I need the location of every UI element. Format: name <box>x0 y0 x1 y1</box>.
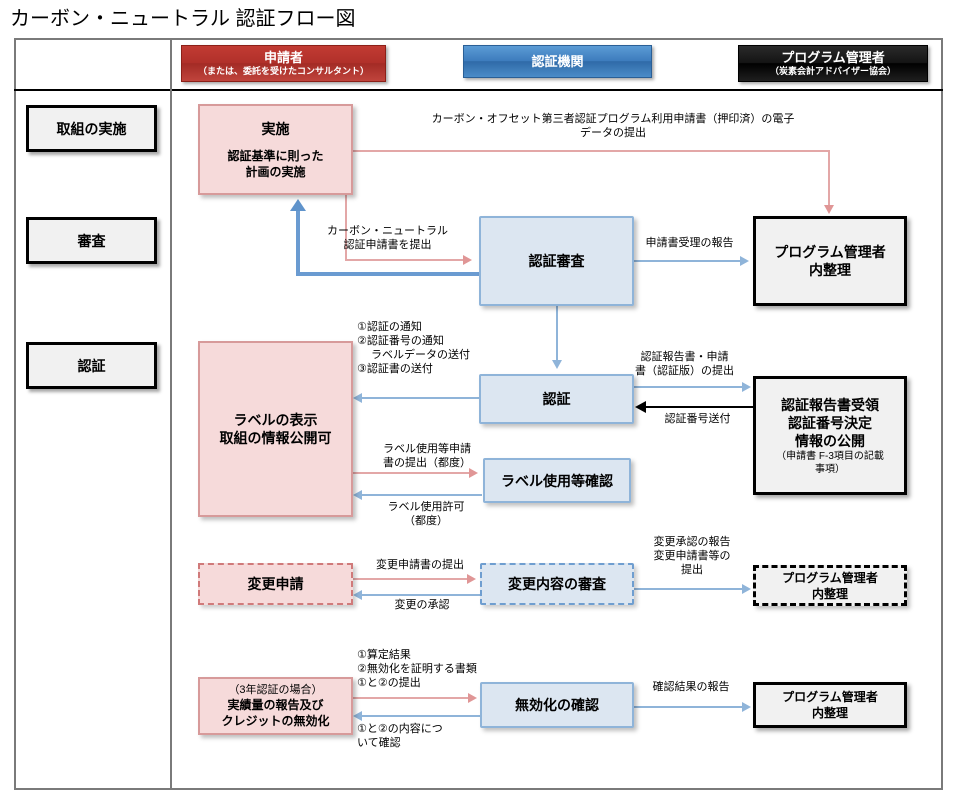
connector-change-submit-line <box>353 578 469 580</box>
connector-review-back-vertical <box>296 211 300 274</box>
connector-cert-notice-arrowhead <box>353 393 362 403</box>
page-title: カーボン・ニュートラル 認証フロー図 <box>10 8 356 30</box>
connector-change-submit-arrowhead <box>467 574 476 584</box>
box-admin-internal-3-title: プログラム管理者 内整理 <box>782 570 878 601</box>
connector-label-cert-report: 認証報告書・申請 書（認証版）の提出 <box>635 351 734 377</box>
box-label-use-confirm-title: ラベル使用等確認 <box>501 472 613 489</box>
connector-label-submit-eform: カーボン・オフセット第三者認証プログラム利用申請書（押印済）の電子 データの提出 <box>431 113 795 139</box>
connector-invalid-docs-line <box>353 697 470 699</box>
lane-header-admin: プログラム管理者 （炭素会計アドバイザー協会） <box>738 45 928 82</box>
stage-label-implementation: 取組の実施 <box>26 105 157 152</box>
connector-confirm-report-arrowhead <box>742 702 751 712</box>
lane-applicant-subtitle: （または、委託を受けたコンサルタント） <box>197 66 369 76</box>
box-invalidation-confirm-title: 無効化の確認 <box>515 697 599 713</box>
box-label-display[interactable]: ラベルの表示 取組の情報公開可 <box>198 341 353 517</box>
connector-label-change-submit: 変更申請書の提出 <box>376 559 464 571</box>
connector-invalid-docs-arrowhead <box>468 693 477 703</box>
connector-cert-notice-line <box>362 397 480 399</box>
lane-header-applicant: 申請者 （または、委託を受けたコンサルタント） <box>181 45 386 82</box>
box-performance-report-note: （3年認証の場合） <box>228 684 323 696</box>
connector-cn-form-arrowhead <box>463 255 472 265</box>
box-label-use-confirm[interactable]: ラベル使用等確認 <box>483 458 631 503</box>
lane-admin-subtitle: （炭素会計アドバイザー協会） <box>769 66 896 76</box>
box-invalidation-confirm[interactable]: 無効化の確認 <box>480 682 634 728</box>
connector-change-report-arrowhead <box>742 584 751 594</box>
connector-label-change-approve: 変更の承認 <box>394 599 450 611</box>
connector-invalid-confirm-line <box>362 715 482 717</box>
connector-review-to-cert-arrowhead <box>552 360 562 369</box>
box-implementation-title: 実施 <box>261 120 290 137</box>
connector-label-label-request: ラベル使用等申請 書の提出（都度） <box>383 443 471 469</box>
lane-certifier-title: 認証機関 <box>531 54 584 69</box>
box-admin-internal-4-title: プログラム管理者 内整理 <box>782 690 878 720</box>
box-certification[interactable]: 認証 <box>479 374 634 424</box>
box-certification-review-title: 認証審査 <box>528 253 585 269</box>
connector-review-to-cert-line <box>556 306 558 362</box>
header-divider <box>14 89 943 91</box>
box-admin-cert-report-note: （申請書 F-3項目の記載 事項） <box>776 450 884 475</box>
connector-label-confirm-report: 確認結果の報告 <box>652 681 730 693</box>
stage-label-certification: 認証 <box>26 342 157 389</box>
box-admin-internal-1[interactable]: プログラム管理者 内整理 <box>753 216 907 306</box>
box-admin-cert-report-title: 認証報告書受領 認証番号決定 情報の公開 <box>781 396 879 449</box>
connector-label-cert-number: 認証番号送付 <box>664 413 731 425</box>
connector-submit-eform-arrowhead <box>824 205 834 214</box>
box-change-request[interactable]: 変更申請 <box>198 563 353 605</box>
connector-label-invalid-docs: ①算定結果 ②無効化を証明する書類 ①と②の提出 <box>357 649 477 689</box>
box-admin-internal-4[interactable]: プログラム管理者 内整理 <box>753 682 907 728</box>
connector-change-approve-arrowhead <box>353 590 362 600</box>
stage-column-divider <box>170 38 172 790</box>
connector-label-label-permit: ラベル使用許可 （都度） <box>387 501 465 527</box>
connector-submit-eform-vertical <box>828 150 830 207</box>
box-admin-cert-report[interactable]: 認証報告書受領 認証番号決定 情報の公開 （申請書 F-3項目の記載 事項） <box>753 376 907 495</box>
lane-applicant-title: 申請者 <box>263 50 303 65</box>
connector-submit-eform-horizontal <box>353 150 830 152</box>
connector-label-invalid-confirm: ①と②の内容につ いて確認 <box>357 723 443 749</box>
connector-label-permit-line <box>362 494 482 496</box>
box-performance-report-title: 実績量の報告及び クレジットの無効化 <box>221 698 330 728</box>
connector-cert-report-line <box>634 386 744 388</box>
connector-cert-number-line <box>646 406 753 408</box>
box-admin-internal-1-title: プログラム管理者 内整理 <box>774 244 886 278</box>
connector-review-back-horizontal <box>296 272 481 276</box>
connector-label-request-line <box>353 472 471 474</box>
connector-label-change-report: 変更承認の報告 変更申請書等の 提出 <box>653 536 731 576</box>
connector-cert-report-arrowhead <box>742 382 751 392</box>
stage-label-review: 審査 <box>26 217 157 264</box>
connector-change-approve-line <box>362 594 482 596</box>
connector-review-back-arrowhead <box>290 199 306 211</box>
box-certification-title: 認証 <box>542 391 571 407</box>
box-implementation-body: 認証基準に則った 計画の実施 <box>227 148 324 179</box>
connector-label-report-receipt: 申請書受理の報告 <box>645 237 734 249</box>
connector-cert-number-arrowhead <box>635 401 646 413</box>
connector-cn-form-horizontal <box>345 259 465 261</box>
connector-report-receipt-line <box>634 260 742 262</box>
box-certification-review[interactable]: 認証審査 <box>479 216 634 306</box>
connector-label-cert-notices: ①認証の通知 ②認証番号の通知 ラベルデータの送付 ③認証書の送付 <box>357 321 471 375</box>
connector-change-report-line <box>634 588 744 590</box>
lane-header-certifier: 認証機関 <box>463 45 652 78</box>
connector-report-receipt-arrowhead <box>740 256 749 266</box>
box-change-review-title: 変更内容の審査 <box>508 576 606 592</box>
connector-label-cn-form: カーボン・ニュートラル 認証申請書を提出 <box>327 225 448 251</box>
box-change-request-title: 変更申請 <box>247 576 304 592</box>
connector-invalid-confirm-arrowhead <box>353 711 362 721</box>
connector-cn-form-vertical <box>345 195 347 261</box>
connector-label-permit-arrowhead <box>353 490 362 500</box>
box-implementation[interactable]: 実施 認証基準に則った 計画の実施 <box>198 104 353 195</box>
connector-confirm-report-line <box>634 706 744 708</box>
connector-label-request-arrowhead <box>469 468 478 478</box>
box-admin-internal-3[interactable]: プログラム管理者 内整理 <box>753 565 907 606</box>
box-change-review[interactable]: 変更内容の審査 <box>480 563 634 605</box>
box-label-display-title: ラベルの表示 取組の情報公開可 <box>219 412 332 446</box>
box-performance-report[interactable]: （3年認証の場合） 実績量の報告及び クレジットの無効化 <box>198 677 353 735</box>
lane-admin-title: プログラム管理者 <box>781 50 885 65</box>
